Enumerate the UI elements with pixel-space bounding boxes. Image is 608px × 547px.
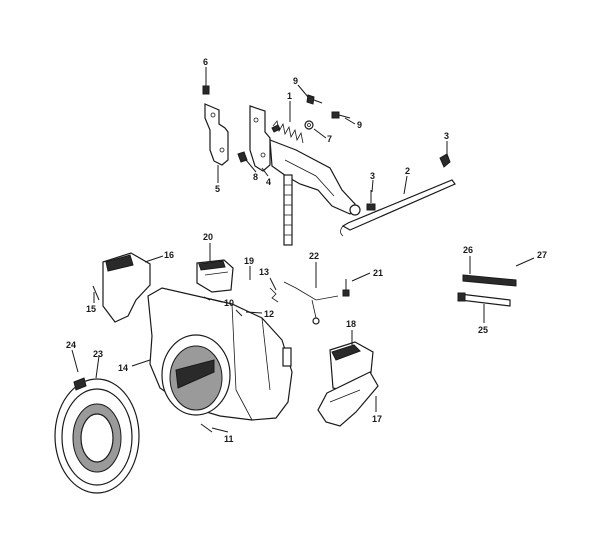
- part-10-bolt: [203, 296, 211, 301]
- callout-10: 10: [224, 298, 234, 308]
- part-8-bolt: [237, 151, 248, 163]
- callout-9a: 9: [293, 76, 298, 86]
- callout-13: 13: [259, 267, 269, 277]
- callout-25: 25: [478, 325, 488, 335]
- part-12-pin: [235, 309, 243, 317]
- callout-27: 27: [537, 250, 547, 260]
- part-6-screw: [202, 76, 210, 95]
- part-3-bolt-b: [366, 190, 376, 211]
- callout-12: 12: [264, 309, 274, 319]
- part-3-bolt-a: [439, 150, 451, 168]
- callout-3a: 3: [444, 131, 449, 141]
- part-1-spring: [271, 120, 304, 144]
- callout-23: 23: [93, 349, 103, 359]
- callout-6: 6: [203, 57, 208, 67]
- callout-21: 21: [373, 268, 383, 278]
- callout-26: 26: [463, 245, 473, 255]
- callout-14: 14: [118, 363, 128, 373]
- part-26-tube: [462, 274, 517, 287]
- callout-1: 1: [287, 91, 292, 101]
- callout-18: 18: [346, 319, 356, 329]
- part-14-housing: [147, 287, 293, 421]
- part-9-screw-a: [306, 94, 323, 105]
- callout-9b: 9: [357, 120, 362, 130]
- callout-15: 15: [86, 304, 96, 314]
- part-22-linkage: [283, 281, 339, 325]
- part-20-bracket: [196, 259, 234, 293]
- callout-3b: 3: [370, 171, 375, 181]
- callout-17: 17: [372, 414, 382, 424]
- callout-11: 11: [224, 434, 234, 444]
- callout-4: 4: [266, 177, 271, 187]
- part-15-screw: [92, 285, 100, 301]
- control-arm-assembly: [269, 139, 361, 246]
- callout-19: 19: [244, 256, 254, 266]
- callout-labels: 1 2 3 3 4 5 6 7 8 9 9 10 11 12 13 14 15 …: [66, 57, 547, 444]
- part-7-washer: [304, 120, 314, 130]
- part-9-screw-b: [331, 111, 351, 119]
- part-5-bracket: [204, 103, 229, 166]
- part-21-bolt: [342, 279, 350, 297]
- callout-2: 2: [405, 166, 410, 176]
- part-2-rod: [340, 179, 456, 237]
- callout-24: 24: [66, 340, 76, 350]
- part-11-pin: [200, 423, 213, 433]
- leader-lines: [71, 67, 535, 433]
- part-4-bracket: [249, 105, 271, 172]
- callout-5: 5: [215, 184, 220, 194]
- part-13-clip: [269, 287, 279, 303]
- callout-8: 8: [253, 172, 258, 182]
- callout-16: 16: [164, 250, 174, 260]
- part-17-guard: [317, 371, 379, 427]
- callout-20: 20: [203, 232, 213, 242]
- callout-22: 22: [309, 251, 319, 261]
- part-25-tube: [457, 292, 511, 307]
- part-16-side-panel: [102, 252, 151, 323]
- part-23-cover: [54, 377, 140, 494]
- callout-7: 7: [327, 134, 332, 144]
